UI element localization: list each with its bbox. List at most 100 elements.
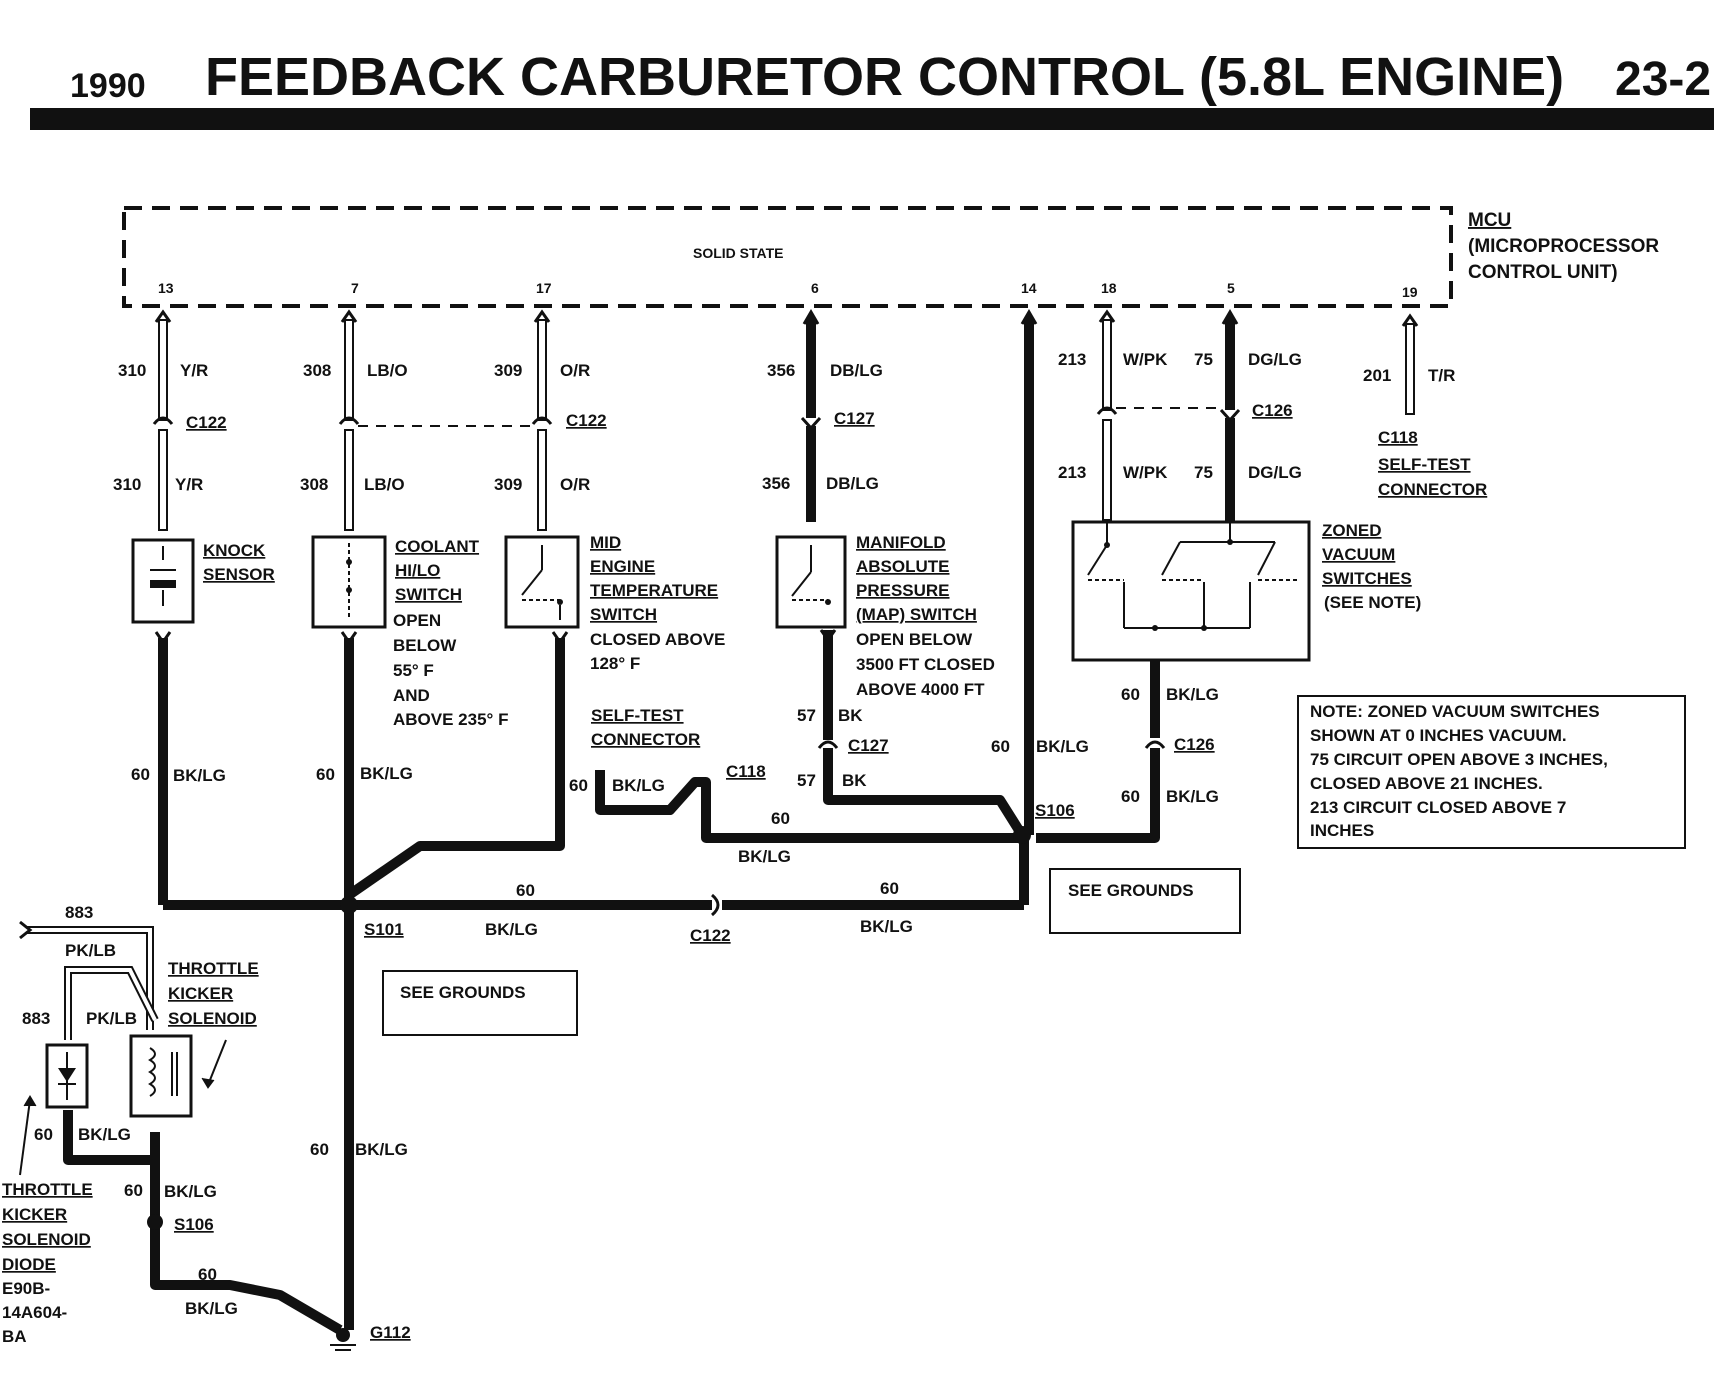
pin-14: 14 <box>1021 280 1037 296</box>
lbl-75a-color: DG/LG <box>1248 350 1302 369</box>
lbl-c127-b: C127 <box>848 736 889 755</box>
lbl-883-b-color: PK/LB <box>86 1009 137 1028</box>
solenoid-label-1: THROTTLE <box>168 959 259 978</box>
lbl-75a: 75 <box>1194 350 1213 369</box>
note-line-3: 75 CIRCUIT OPEN ABOVE 3 INCHES, <box>1310 750 1608 769</box>
lbl-60-e: 60 <box>991 737 1010 756</box>
splice-s101 <box>340 896 358 914</box>
lbl-60-c: 60 <box>569 776 588 795</box>
lbl-310b-color: Y/R <box>175 475 203 494</box>
see-grounds-1: SEE GROUNDS <box>400 983 526 1002</box>
solenoid-label-2: KICKER <box>168 984 233 1003</box>
mid-engine-switch-symbol <box>504 535 580 629</box>
coolant-switch-symbol <box>311 535 387 629</box>
lbl-60-b: 60 <box>316 765 335 784</box>
lbl-c126-a: C126 <box>1252 401 1293 420</box>
pin-17: 17 <box>536 280 552 296</box>
knock-label-2: SENSOR <box>203 565 275 584</box>
lbl-c122-c: C122 <box>690 926 731 945</box>
mcu-name-3: CONTROL UNIT) <box>1468 262 1618 283</box>
lbl-310a-color: Y/R <box>180 361 208 380</box>
coolant-label-1: COOLANT <box>395 537 480 556</box>
lbl-60-i-color: BK/LG <box>860 917 913 936</box>
lbl-60-l-color: BK/LG <box>164 1182 217 1201</box>
header-page: 23-2 <box>1615 53 1711 106</box>
lbl-g112: G112 <box>370 1323 411 1342</box>
lbl-60-j-color: BK/LG <box>355 1140 408 1159</box>
knock-sensor-symbol <box>131 538 195 624</box>
diode-part-1: E90B- <box>2 1279 50 1298</box>
mid-label-3: TEMPERATURE <box>590 581 718 600</box>
pin-5: 5 <box>1227 280 1235 296</box>
see-grounds-box-2 <box>1049 868 1241 934</box>
ground-g112-symbol <box>336 1328 350 1342</box>
lbl-60-m: 60 <box>198 1265 217 1284</box>
lbl-60-a-color: BK/LG <box>173 766 226 785</box>
lbl-s106-a: S106 <box>1035 801 1075 820</box>
map-note-3: ABOVE 4000 FT <box>856 680 985 699</box>
lbl-310b: 310 <box>113 475 141 494</box>
knock-label-1: KNOCK <box>203 541 266 560</box>
solenoid-label-3: SOLENOID <box>168 1009 257 1028</box>
lbl-c127-a: C127 <box>834 409 875 428</box>
lbl-60-h-color: BK/LG <box>485 920 538 939</box>
lbl-75b-color: DG/LG <box>1248 463 1302 482</box>
pin-6: 6 <box>811 280 819 296</box>
mid-label-2: ENGINE <box>590 557 655 576</box>
lbl-57-a: 57 <box>797 706 816 725</box>
coolant-label-2: HI/LO <box>395 561 440 580</box>
lbl-201: 201 <box>1363 366 1391 385</box>
coolant-label-3: SWITCH <box>395 585 462 604</box>
header-rule <box>30 108 1714 130</box>
zoned-vacuum-switches-symbol <box>1071 520 1311 662</box>
see-grounds-2: SEE GROUNDS <box>1068 881 1194 900</box>
map-switch-symbol <box>775 535 847 629</box>
mcu-name-2: (MICROPROCESSOR <box>1468 236 1659 257</box>
map-note-1: OPEN BELOW <box>856 630 973 649</box>
map-label-3: PRESSURE <box>856 581 950 600</box>
lbl-c118: C118 <box>726 762 766 781</box>
lbl-309a: 309 <box>494 361 522 380</box>
lbl-60-j: 60 <box>310 1140 329 1159</box>
lbl-c126-b: C126 <box>1174 735 1215 754</box>
lbl-57-b: 57 <box>797 771 816 790</box>
lbl-60-k: 60 <box>34 1125 53 1144</box>
diode-label-1: THROTTLE <box>2 1180 93 1199</box>
lbl-308b-color: LB/O <box>364 475 405 494</box>
note-line-1: NOTE: ZONED VACUUM SWITCHES <box>1310 702 1600 721</box>
lbl-309b: 309 <box>494 475 522 494</box>
mcu-name-1: MCU <box>1468 210 1511 231</box>
lbl-s101: S101 <box>364 920 404 939</box>
zoned-see-note: (SEE NOTE) <box>1324 593 1421 612</box>
note-line-2: SHOWN AT 0 INCHES VACUUM. <box>1310 726 1567 745</box>
pin-7: 7 <box>351 280 359 296</box>
lbl-75b: 75 <box>1194 463 1213 482</box>
ground-wires <box>63 629 1166 1335</box>
lbl-60-g-color: BK/LG <box>1166 787 1219 806</box>
diode-label-4: DIODE <box>2 1255 56 1274</box>
lbl-60-f: 60 <box>1121 685 1140 704</box>
zoned-label-3: SWITCHES <box>1322 569 1412 588</box>
see-grounds-box-1 <box>382 970 578 1036</box>
diode-label-3: SOLENOID <box>2 1230 91 1249</box>
mid-note-1: CLOSED ABOVE <box>590 630 725 649</box>
mcu-box <box>122 206 1453 308</box>
map-note-2: 3500 FT CLOSED <box>856 655 995 674</box>
lbl-356b-color: DB/LG <box>826 474 879 493</box>
splice-s106-upper <box>1013 826 1031 844</box>
lbl-60-d: 60 <box>771 809 790 828</box>
lbl-308b: 308 <box>300 475 328 494</box>
lbl-883-a-color: PK/LB <box>65 941 116 960</box>
diode-label-2: KICKER <box>2 1205 67 1224</box>
mcu-inner-label: SOLID STATE <box>693 245 783 261</box>
pin-18: 18 <box>1101 280 1117 296</box>
lbl-883-b: 883 <box>22 1009 50 1028</box>
selftest-mid-2: CONNECTOR <box>591 730 700 749</box>
splice-s106-lower <box>147 1214 163 1230</box>
selftest-top-2: SELF-TEST <box>1378 455 1471 474</box>
lbl-60-l: 60 <box>124 1181 143 1200</box>
selftest-mid-1: SELF-TEST <box>591 706 684 725</box>
lbl-60-d-color: BK/LG <box>738 847 791 866</box>
throttle-kicker-wiring <box>19 920 227 1176</box>
